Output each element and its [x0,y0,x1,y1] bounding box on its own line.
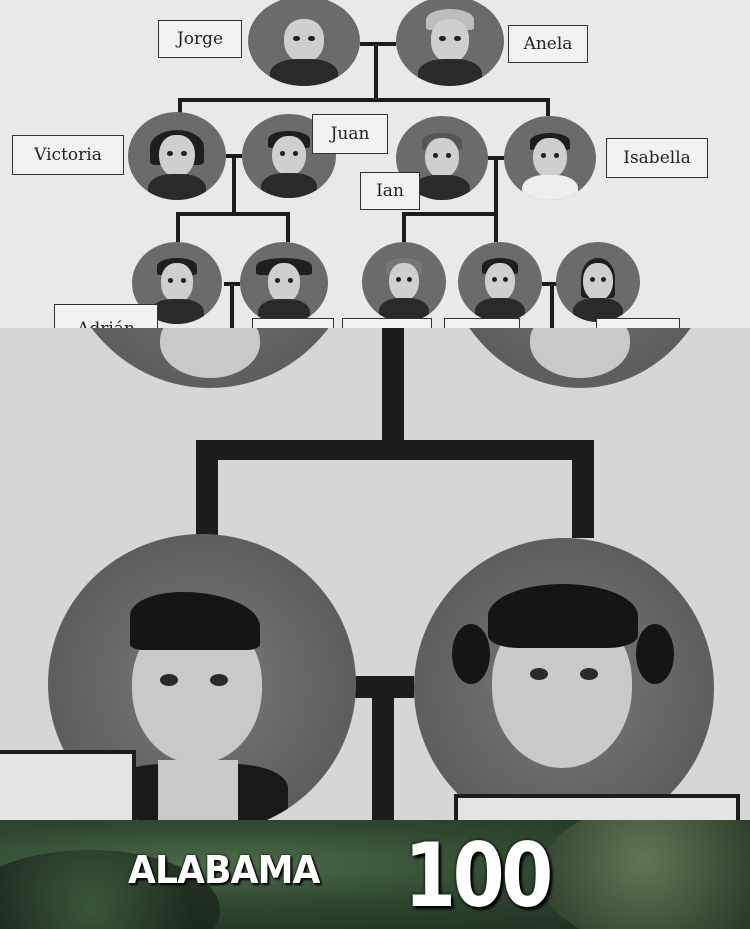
zoom-connector [572,440,594,538]
zoom-name-box-adrian [0,750,136,820]
avatar-child-girl [240,242,328,324]
meme-caption-word: ALABAMA [128,848,321,892]
tree-connector [360,42,396,46]
name-blank-box [596,318,680,328]
tree-connector [176,212,180,242]
tree-connector [176,212,290,216]
tree-connector [286,212,290,242]
tree-connector [402,212,406,242]
avatar-grandfather [248,0,360,86]
zoom-connector [382,328,404,450]
zoom-connector [196,440,218,538]
name-juan: Juan [312,114,388,154]
zoom-parent-left-partial [60,328,360,388]
zoom-avatar-sister [414,538,714,820]
zoom-connector [372,678,394,820]
tree-connector [402,212,498,216]
name-blank-box [342,318,432,328]
tree-connector [374,44,378,100]
tree-connector [178,98,550,102]
avatar-juan [242,114,336,198]
avatar-victoria [128,112,226,200]
avatar-child-5 [556,242,640,322]
zoom-avatar-adrian [48,534,356,820]
avatar-child-boy [132,242,222,324]
tree-connector [494,158,498,214]
name-jorge: Jorge [158,20,242,58]
family-tree-panel: Jorge Anela Victoria Juan Ian Isabella A… [0,0,750,328]
name-ian: Ian [360,172,420,210]
zoom-parent-right-partial [440,328,720,388]
name-blank-box [252,318,334,328]
name-blank-box [444,318,520,328]
name-anela: Anela [508,25,588,63]
tree-connector [494,212,498,242]
meme-caption-panel [0,820,750,929]
tree-connector [232,156,236,214]
zoom-name-box-sister [454,794,740,820]
name-victoria: Victoria [12,135,124,175]
name-isabella: Isabella [606,138,708,178]
avatar-grandmother [396,0,504,86]
avatar-child-4 [458,242,542,322]
avatar-child-3 [362,242,446,322]
zoomed-detail-panel [0,328,750,820]
tree-connector [550,284,554,328]
background-foliage [540,820,750,929]
tree-connector [230,284,234,328]
avatar-isabella [504,116,596,200]
tree-connector [546,98,550,116]
meme-caption-number: 100 [404,824,553,927]
tree-connector [178,98,182,116]
zoom-connector [196,440,594,460]
name-adrian: Adrián [54,304,158,328]
